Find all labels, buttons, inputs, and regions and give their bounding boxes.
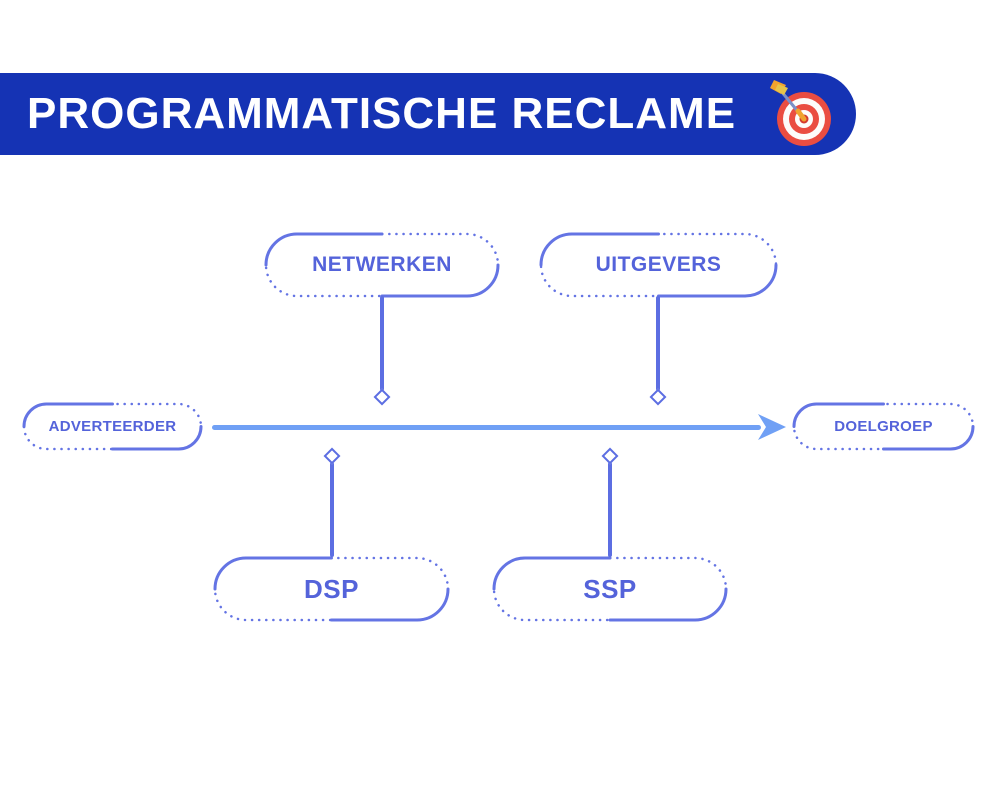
connector-netwerken: [380, 296, 384, 391]
node-netwerken-label: NETWERKEN: [312, 253, 452, 276]
title-banner: PROGRAMMATISCHE RECLAME: [0, 73, 856, 155]
flow-arrow-line: [212, 425, 761, 430]
dartboard-icon: [770, 80, 831, 146]
diamond-endpoint-dsp: [323, 447, 341, 465]
diamond-endpoint-netwerken: [373, 388, 391, 406]
node-uitgevers: UITGEVERS: [539, 232, 778, 298]
node-adverteerder: ADVERTEERDER: [22, 402, 203, 451]
diamond-endpoint-uitgevers: [649, 388, 667, 406]
node-ssp: SSP: [492, 556, 728, 622]
node-dsp-label: DSP: [304, 573, 359, 604]
connector-uitgevers: [656, 296, 660, 391]
connector-dsp: [330, 462, 334, 557]
node-dsp: DSP: [213, 556, 450, 622]
node-ssp-label: SSP: [583, 573, 637, 604]
node-adverteerder-label: ADVERTEERDER: [48, 418, 177, 435]
node-doelgroep-label: DOELGROEP: [834, 418, 933, 435]
node-netwerken: NETWERKEN: [264, 232, 500, 298]
diamond-endpoint-ssp: [601, 447, 619, 465]
flow-arrow-head: [758, 414, 786, 440]
node-uitgevers-label: UITGEVERS: [595, 253, 722, 276]
page-title: PROGRAMMATISCHE RECLAME: [27, 89, 737, 138]
node-doelgroep: DOELGROEP: [792, 402, 975, 451]
connector-ssp: [608, 462, 612, 557]
